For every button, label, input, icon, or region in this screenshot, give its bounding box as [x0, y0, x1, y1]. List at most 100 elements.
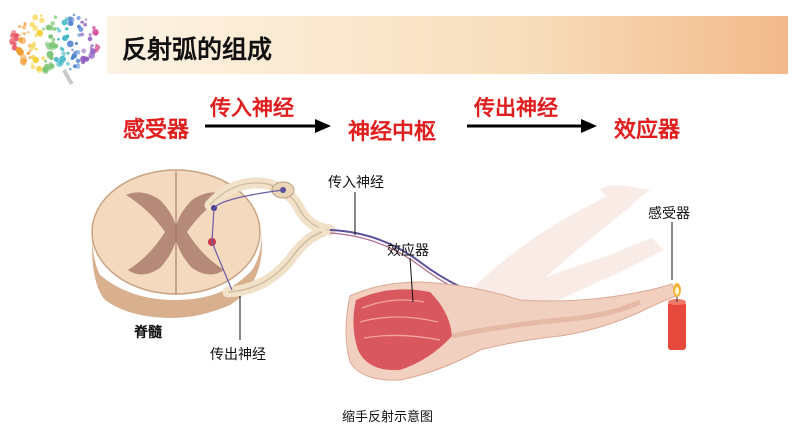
brain-dot [88, 33, 92, 37]
brain-dot [84, 18, 88, 21]
brain-dot [53, 15, 58, 19]
brain-dot [28, 49, 32, 53]
brain-dot [81, 48, 87, 54]
header-bar [107, 16, 788, 74]
label-effector: 效应器 [387, 243, 429, 259]
brain-dot [51, 38, 56, 43]
brain-dot [46, 53, 53, 60]
brain-dot [77, 24, 81, 29]
brain-dot [75, 50, 81, 55]
brain-dot [44, 41, 51, 47]
brain-dot [80, 59, 86, 65]
label-receptor: 感受器 [648, 206, 690, 222]
brain-dot [66, 40, 74, 48]
brain-dot [47, 65, 53, 71]
brain-dot [73, 50, 77, 55]
slide-title: 反射弧的组成 [122, 35, 273, 64]
flow-effector: 效应器 [614, 118, 681, 143]
brain-stem [62, 69, 74, 86]
brain-dot [29, 45, 35, 51]
label-afferent-nerve: 传入神经 [328, 175, 384, 191]
brain-dot [80, 32, 85, 37]
brain-dot [21, 60, 27, 66]
brain-dot [48, 34, 54, 39]
nerve-roots [204, 177, 336, 298]
flow-receptor: 感受器 [123, 118, 190, 143]
brain-dot [75, 63, 81, 69]
brain-dot [12, 41, 17, 46]
brain-dot [41, 56, 46, 61]
brain-dot [66, 51, 70, 55]
brain-dot [56, 27, 59, 30]
brain-dot [18, 38, 23, 43]
flow-efferent-label: 传出神经 [474, 96, 558, 120]
brain-dot [53, 57, 59, 62]
brain-dot [49, 41, 56, 49]
brain-dot [21, 32, 24, 35]
brain-dot [50, 21, 55, 26]
brain-dot [71, 53, 77, 59]
brain-dot [52, 27, 57, 31]
brain-dot [65, 27, 69, 31]
brain-dot [33, 41, 36, 44]
brain-dot [65, 61, 70, 66]
brain-dot [35, 65, 43, 73]
brain-dot [45, 24, 52, 31]
brain-dot [88, 52, 95, 59]
brain-dot [57, 28, 62, 33]
brain-dot [92, 25, 96, 30]
brain-dot [65, 34, 70, 38]
brain-dot [35, 47, 38, 51]
brain-dot [95, 43, 98, 47]
brain-dot [18, 34, 22, 37]
brain-dot [68, 16, 75, 23]
brain-dot [77, 33, 81, 37]
brain-dot [59, 55, 66, 63]
brain-dot [18, 25, 21, 28]
brain-dot [61, 19, 68, 26]
figure-caption: 缩手反射示意图 [342, 410, 434, 425]
candle [668, 283, 686, 350]
brain-dot [13, 35, 19, 42]
brain-dot [42, 27, 46, 31]
brain-dot [44, 60, 48, 63]
brain-dot [36, 29, 43, 37]
brain-dot [39, 14, 43, 17]
arm [345, 281, 677, 381]
brain-dot [87, 36, 93, 42]
brain-dot [23, 22, 27, 26]
brain-dot [81, 20, 84, 24]
brain-dot [71, 48, 74, 51]
flow-afferent-label: 传入神经 [210, 96, 294, 120]
brain-dot [94, 48, 99, 53]
brain-dot [51, 64, 54, 68]
brain-dot [92, 28, 99, 36]
brain-logo-icon [9, 13, 101, 86]
brain-dot [28, 56, 32, 59]
brain-dot [21, 25, 27, 30]
brain-dot [26, 51, 30, 56]
brain-dot [72, 64, 77, 69]
brain-dot [69, 67, 72, 71]
brain-dot [27, 31, 30, 34]
flow-center: 神经中枢 [348, 120, 437, 145]
brain-dot [30, 64, 36, 70]
brain-dot [57, 38, 60, 41]
flow-arrow-2 [467, 119, 597, 133]
brain-dot [39, 17, 45, 24]
brain-dot [72, 13, 76, 17]
flow-arrow-1 [205, 119, 331, 133]
label-efferent-nerve: 传出神经 [210, 347, 266, 363]
brain-dot [90, 44, 94, 48]
brain-dot [83, 22, 87, 27]
brain-dot [16, 48, 24, 56]
brain-dot [61, 51, 66, 56]
brain-dot [32, 14, 39, 21]
brain-dot [29, 21, 35, 28]
brain-dot [30, 62, 34, 66]
label-spinal-cord: 脊髓 [134, 325, 162, 341]
brain-dot [20, 54, 27, 61]
brain-dot [76, 16, 81, 20]
brain-dot [60, 47, 65, 52]
